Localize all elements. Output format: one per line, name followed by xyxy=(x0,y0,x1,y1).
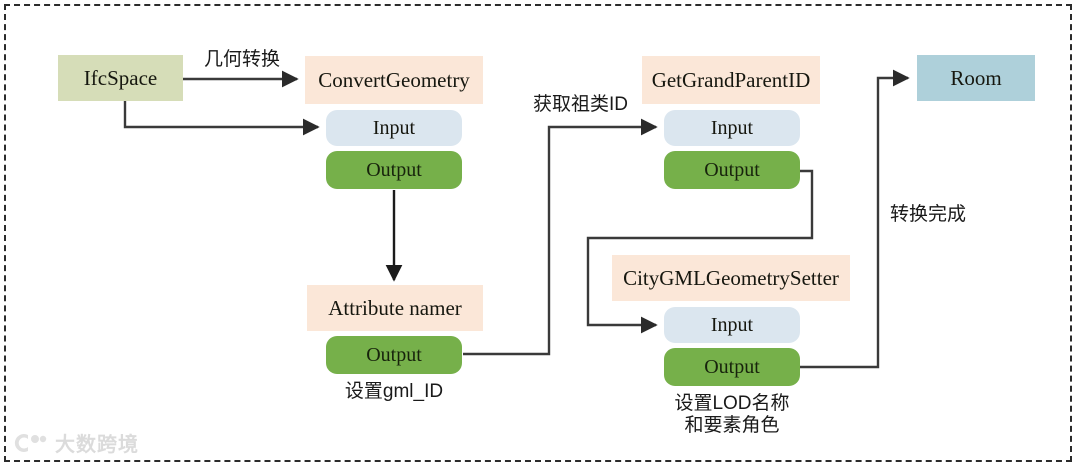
port-output-label: Output xyxy=(366,158,422,181)
port-input-label: Input xyxy=(710,313,754,336)
node-convertgeometry-label: ConvertGeometry xyxy=(318,67,470,92)
node-ifcspace-label: IfcSpace xyxy=(83,65,158,90)
port-output-label: Output xyxy=(366,343,422,366)
port-output-label: Output xyxy=(704,355,760,378)
wire-attribute-output-to-grandparent-input xyxy=(463,118,658,356)
port-citygmlgeometrysetter-output[interactable]: Output xyxy=(664,348,800,386)
port-attribute-namer-output[interactable]: Output xyxy=(326,336,462,374)
port-getgrandparentid-input[interactable]: Input xyxy=(664,110,800,146)
edge-label-get-ancestor-id: 获取祖类ID xyxy=(533,94,629,115)
node-convertgeometry-header[interactable]: ConvertGeometry xyxy=(305,56,483,104)
port-output-label: Output xyxy=(704,158,760,181)
node-getgrandparentid-label: GetGrandParentID xyxy=(651,67,811,92)
caption-set-lod-line2: 和要素角色 xyxy=(684,414,780,436)
port-convertgeometry-output[interactable]: Output xyxy=(326,151,462,189)
node-room-label: Room xyxy=(950,65,1002,90)
port-convertgeometry-input[interactable]: Input xyxy=(326,110,462,146)
caption-set-lod: 设置LOD名称 和要素角色 xyxy=(652,393,812,437)
wire-ifcspace-to-convert-input xyxy=(123,101,320,136)
node-attribute-namer-label: Attribute namer xyxy=(328,295,462,320)
node-citygmlgeometrysetter-header[interactable]: CityGMLGeometrySetter xyxy=(612,255,850,301)
port-getgrandparentid-output[interactable]: Output xyxy=(664,151,800,189)
caption-set-lod-line1: 设置LOD名称 xyxy=(674,393,790,414)
brand-logo-icon xyxy=(14,431,48,455)
wire-grandparent-output-to-citygml-input xyxy=(586,169,814,334)
node-getgrandparentid-header[interactable]: GetGrandParentID xyxy=(642,56,820,104)
port-input-label: Input xyxy=(710,116,754,139)
edge-label-transform-done: 转换完成 xyxy=(890,204,967,225)
port-input-label: Input xyxy=(372,116,416,139)
node-citygmlgeometrysetter-label: CityGMLGeometrySetter xyxy=(623,265,839,290)
port-citygmlgeometrysetter-input[interactable]: Input xyxy=(664,307,800,343)
watermark-text: 大数跨境 xyxy=(55,434,139,456)
node-attribute-namer-header[interactable]: Attribute namer xyxy=(307,285,483,331)
watermark: 大数跨境 xyxy=(14,428,139,457)
wire-citygml-output-to-room xyxy=(799,69,910,369)
node-ifcspace[interactable]: IfcSpace xyxy=(58,55,183,101)
node-room[interactable]: Room xyxy=(917,55,1035,101)
caption-set-gml-id: 设置gml_ID xyxy=(344,381,444,402)
edge-label-geometry-transform: 几何转换 xyxy=(204,49,281,70)
